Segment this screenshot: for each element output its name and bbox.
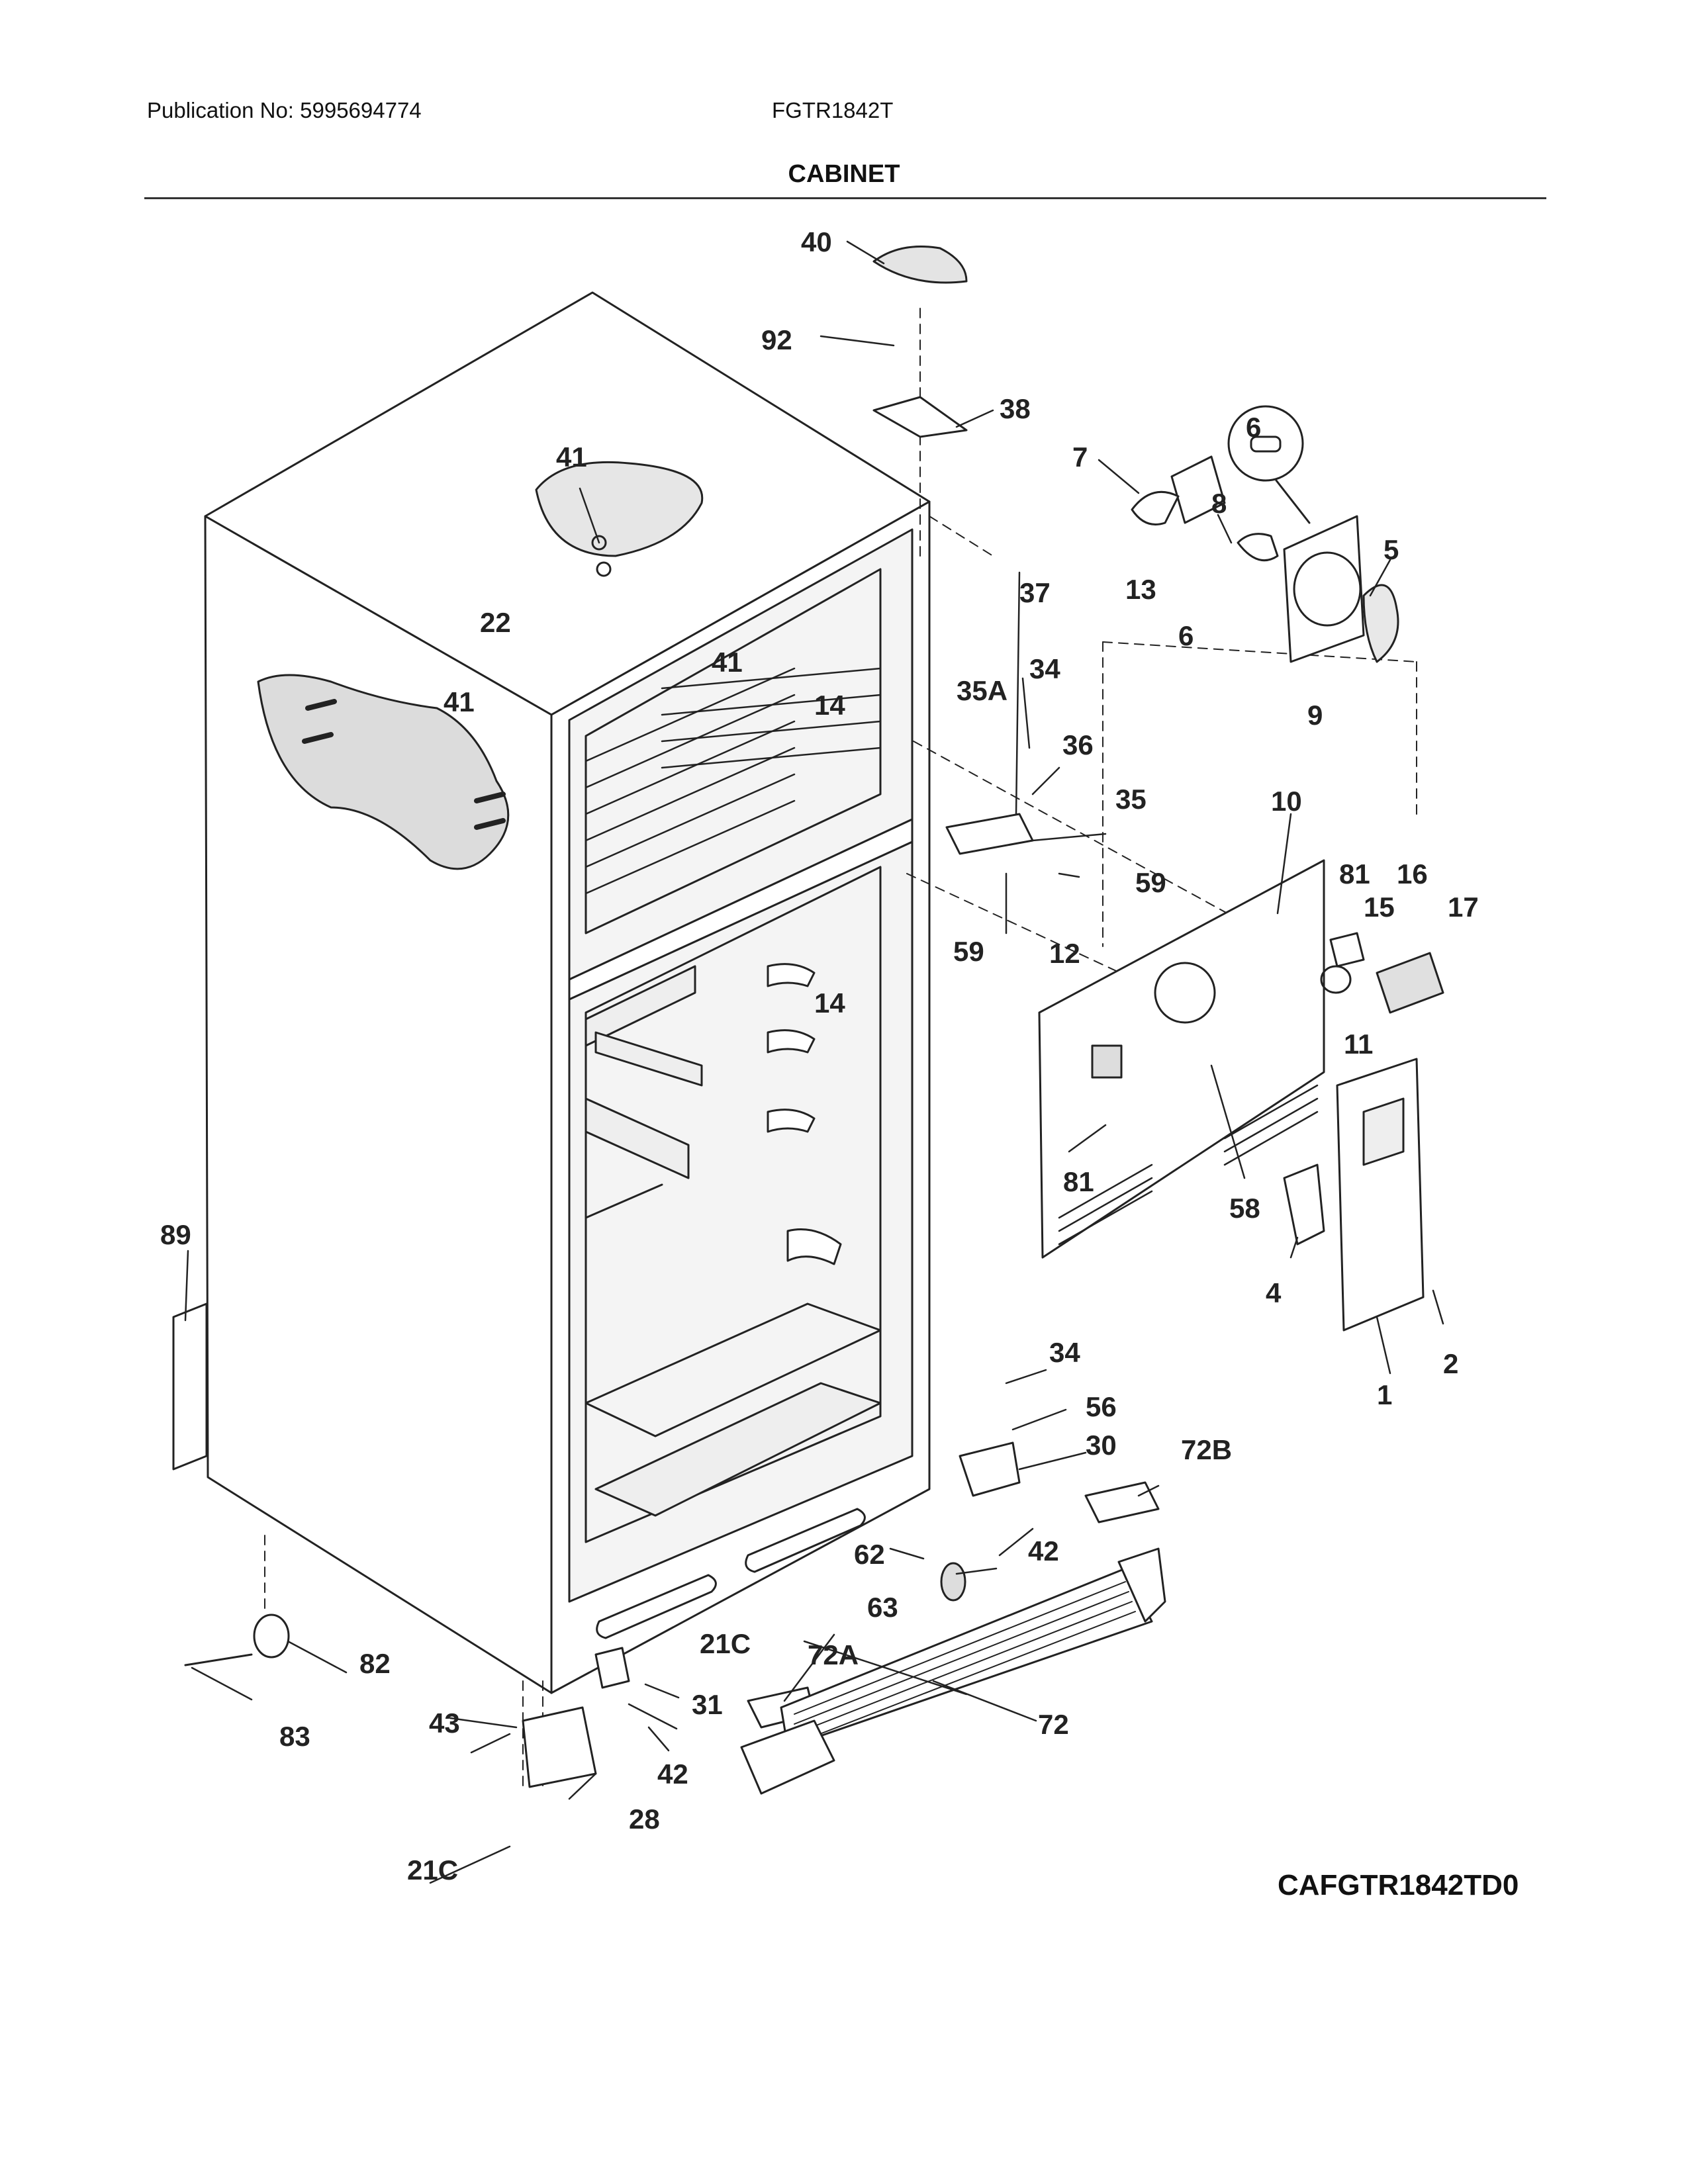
callout-81-upper: 81 xyxy=(1339,858,1370,889)
callout-59-right: 59 xyxy=(1135,867,1166,898)
callout-41-top: 41 xyxy=(556,441,587,473)
freezer-ribs xyxy=(585,667,882,895)
callout-12: 12 xyxy=(1049,938,1080,969)
callout-63: 63 xyxy=(867,1592,898,1623)
callout-11: 11 xyxy=(1344,1028,1373,1060)
model-number: FGTR1842T xyxy=(772,98,894,122)
callout-5: 5 xyxy=(1383,534,1399,565)
callout-7: 7 xyxy=(1072,441,1088,473)
leader-lines xyxy=(184,240,1444,1884)
callout-4: 4 xyxy=(1266,1277,1282,1308)
callout-17: 17 xyxy=(1448,891,1479,923)
callout-56: 56 xyxy=(1086,1391,1117,1422)
callout-42-right: 42 xyxy=(1028,1535,1059,1567)
callout-2: 2 xyxy=(1443,1348,1458,1379)
callout-31: 31 xyxy=(692,1689,723,1720)
callout-72: 72 xyxy=(1038,1709,1069,1740)
light-cover xyxy=(1283,1058,1425,1332)
callout-30: 30 xyxy=(1086,1430,1117,1461)
callout-9: 9 xyxy=(1307,700,1323,731)
callout-58: 58 xyxy=(1229,1193,1260,1224)
callout-6-inset: 6 xyxy=(1246,412,1261,443)
drawing-code: CAFGTR1842TD0 xyxy=(1278,1869,1519,1901)
section-title: CABINET xyxy=(788,160,900,188)
callout-81-lower: 81 xyxy=(1063,1166,1094,1197)
callout-38: 38 xyxy=(1000,393,1031,424)
callout-28: 28 xyxy=(629,1803,660,1835)
callout-13: 13 xyxy=(1125,574,1156,605)
callout-15: 15 xyxy=(1364,891,1395,923)
callout-10: 10 xyxy=(1271,786,1302,817)
callout-35: 35 xyxy=(1115,784,1147,815)
callout-43: 43 xyxy=(429,1707,460,1739)
control-panel xyxy=(1038,859,1444,1259)
cabinet-body xyxy=(172,291,1417,1788)
callout-21C-upper: 21C xyxy=(700,1628,751,1659)
callout-6: 6 xyxy=(1178,620,1194,651)
callout-92: 92 xyxy=(761,324,792,355)
callout-34-lower: 34 xyxy=(1049,1337,1080,1368)
callout-59-left: 59 xyxy=(953,936,984,967)
callout-89: 89 xyxy=(160,1219,191,1250)
callout-37: 37 xyxy=(1019,577,1051,608)
hinges-and-grille xyxy=(522,246,1166,1795)
callout-41-shelf: 41 xyxy=(712,647,743,678)
callout-62: 62 xyxy=(854,1539,885,1570)
callout-labels: 40 92 38 7 6 8 5 13 6 9 41 22 41 41 14 3… xyxy=(160,226,1479,1886)
callout-22: 22 xyxy=(480,607,511,638)
publication-number: Publication No: 5995694774 xyxy=(147,98,422,122)
callout-8: 8 xyxy=(1211,488,1227,519)
callout-72B: 72B xyxy=(1181,1434,1232,1465)
fan-motor-assembly xyxy=(1131,405,1399,663)
callout-14-upper: 14 xyxy=(814,690,845,721)
callout-1: 1 xyxy=(1377,1379,1392,1410)
callout-83: 83 xyxy=(279,1721,310,1752)
callout-16: 16 xyxy=(1397,858,1428,889)
callout-72A: 72A xyxy=(808,1639,859,1670)
callout-14-lower: 14 xyxy=(814,987,845,1019)
header-rule xyxy=(144,197,1546,199)
callout-21C-lower: 21C xyxy=(407,1854,458,1886)
fresh-food-shelves xyxy=(585,963,882,1517)
callout-41-side: 41 xyxy=(444,686,475,717)
callout-82: 82 xyxy=(359,1648,391,1679)
callout-40: 40 xyxy=(801,226,832,257)
callout-35A: 35A xyxy=(957,675,1008,706)
callout-34-upper: 34 xyxy=(1029,653,1060,684)
callout-42-left: 42 xyxy=(657,1758,688,1790)
callout-36: 36 xyxy=(1062,729,1094,760)
